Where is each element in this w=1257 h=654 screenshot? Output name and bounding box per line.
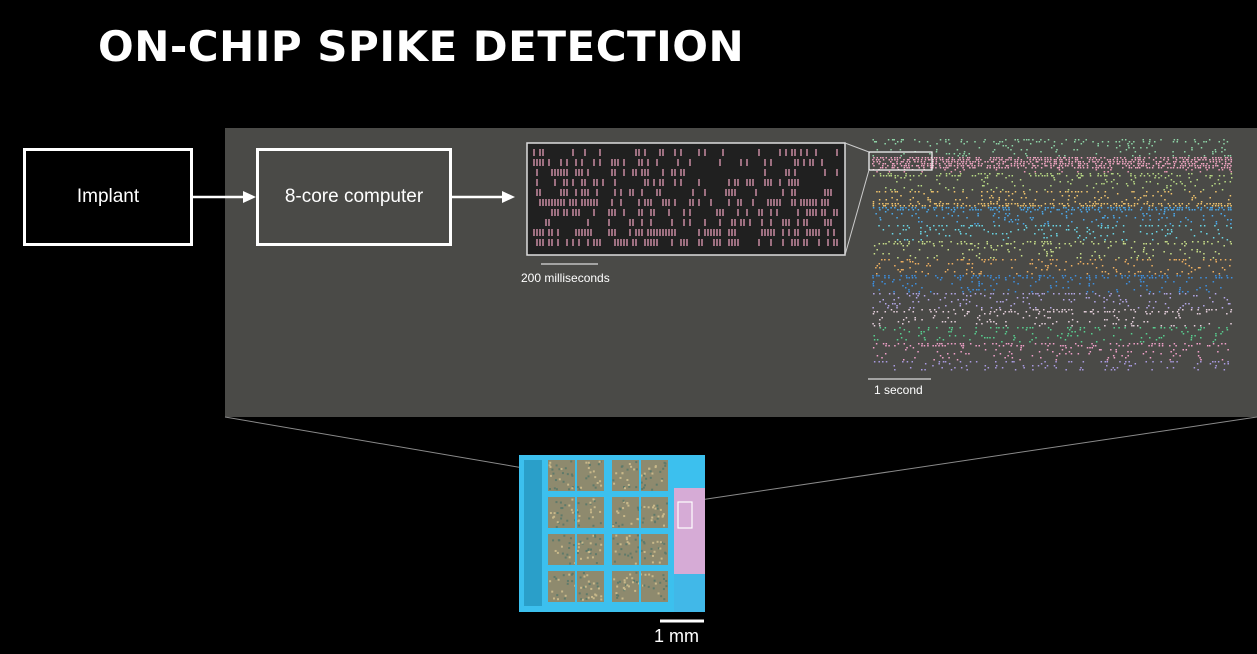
arrow-computer-to-raster: [452, 191, 515, 203]
zoom-line-left: [224, 416, 536, 471]
chip-image: [519, 455, 705, 612]
zoom-raster-scale-label: 200 milliseconds: [521, 271, 610, 285]
chip-scale-label: 1 mm: [654, 626, 699, 646]
zoom-line-right: [699, 416, 1257, 501]
computer-label: 8-core computer: [284, 186, 424, 207]
chip-right-pad: [674, 574, 705, 612]
full-raster-scale-label: 1 second: [874, 383, 923, 397]
zoom-selection-box: [868, 151, 933, 171]
callout-line-bottom: [844, 169, 870, 256]
zoom-raster-spikes: [533, 149, 838, 246]
slide-title: ON-CHIP SPIKE DETECTION: [98, 22, 745, 71]
chip-pink-region: [674, 488, 705, 574]
computer-box: 8-core computer: [256, 148, 452, 246]
implant-label: Implant: [76, 186, 140, 207]
full-raster-spikes: [872, 139, 1233, 371]
chip-zoom-box: [677, 501, 693, 529]
arrow-implant-to-computer: [193, 191, 256, 203]
implant-box: Implant: [23, 148, 193, 246]
zoom-raster-box: [526, 142, 846, 256]
callout-line-top: [844, 142, 870, 153]
chip-cores: [524, 460, 668, 606]
